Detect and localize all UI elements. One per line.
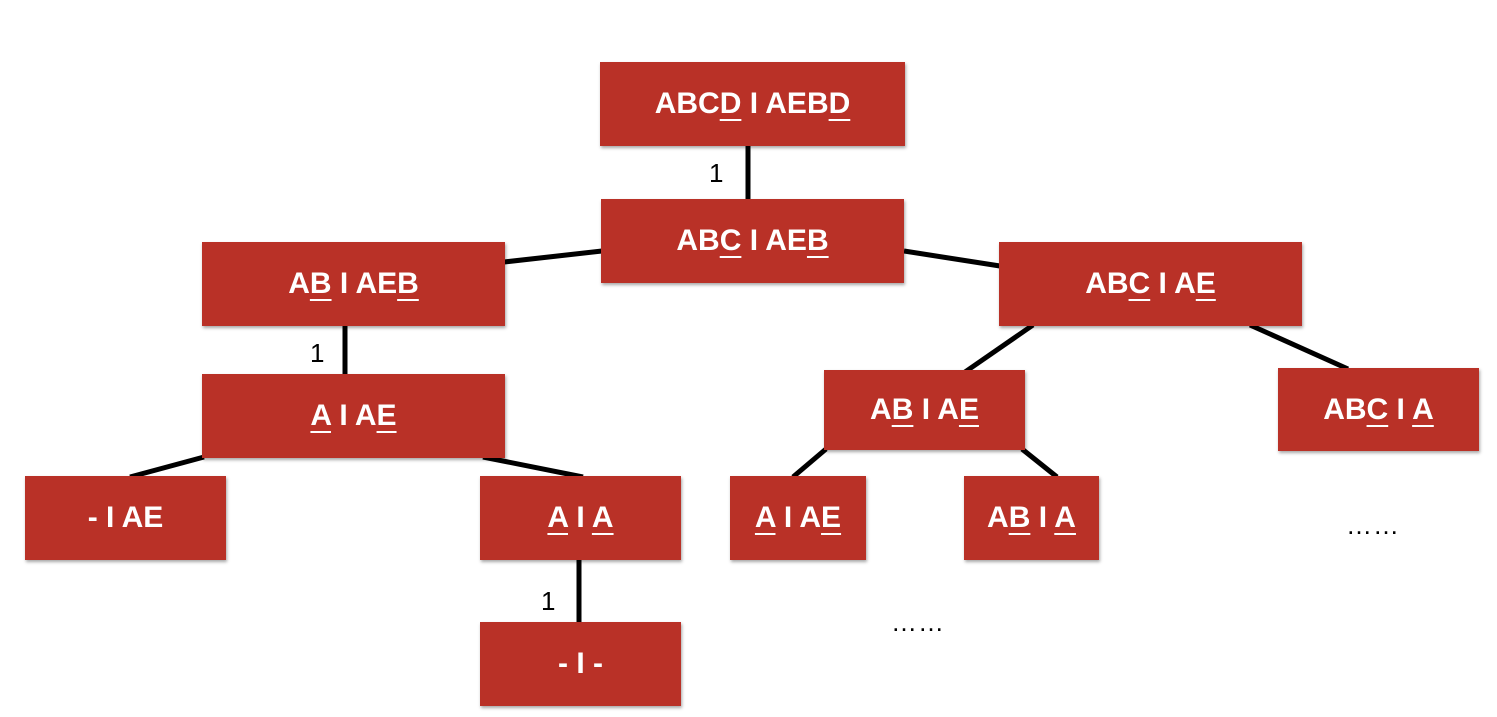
node-label-underlined-part: B <box>1008 501 1031 534</box>
edge-n4-n7 <box>129 454 205 480</box>
node-label-part: I A <box>775 501 822 534</box>
node-ab-ae: AB I AE <box>824 370 1025 450</box>
node-label-underlined-part: C <box>1366 392 1389 426</box>
edge-label-n8-n11: 1 <box>541 586 556 616</box>
node-label-part: I <box>1030 501 1055 534</box>
edge-n3-n6 <box>1248 322 1350 372</box>
node-label-underlined-part: A <box>547 501 568 534</box>
node-label: - I AE <box>88 501 164 535</box>
node-label-underlined-part: A <box>1412 392 1434 426</box>
node-label-underlined-part: B <box>309 267 332 300</box>
edge-n4-n8 <box>482 454 584 480</box>
node-label: A I AE <box>755 501 841 535</box>
node-dash-dash: - I - <box>480 622 681 706</box>
node-ab-aeb: AB I AEB <box>202 242 505 326</box>
ellipsis-middle: …… <box>891 607 945 637</box>
node-label-part: I AE <box>331 267 398 300</box>
node-label: AB I A <box>987 501 1076 535</box>
node-dash-ae: - I AE <box>25 476 226 560</box>
node-label-underlined-part: E <box>1195 267 1216 300</box>
node-ab-a: AB I A <box>964 476 1099 560</box>
node-label-part: I A <box>330 399 377 432</box>
node-label-part: - I - <box>558 647 603 680</box>
node-label-part: I AE <box>741 224 807 257</box>
ellipsis-right: …… <box>1346 510 1400 540</box>
edge-n5-n10 <box>1020 447 1059 479</box>
node-label-part: A <box>870 393 892 426</box>
node-label: AB I AEB <box>288 267 419 301</box>
node-abc-aeb: ABC I AEB <box>601 199 904 283</box>
node-abcd-aebd: ABCD I AEBD <box>600 62 905 146</box>
node-label-underlined-part: A <box>754 501 776 534</box>
node-label-part: AB <box>1085 267 1129 300</box>
node-label: ABC I A <box>1323 393 1434 427</box>
node-label-underlined-part: B <box>891 393 914 426</box>
edge-n3-n5 <box>963 322 1035 375</box>
edge-n1-n3 <box>903 248 1001 269</box>
node-label-underlined-part: D <box>719 87 742 120</box>
node-label-underlined-part: A <box>1054 501 1076 534</box>
node-label-part: - I AE <box>87 501 164 534</box>
node-label-part: I <box>567 501 592 534</box>
node-label-part: A <box>288 267 310 300</box>
node-label: AB I AE <box>870 393 979 427</box>
node-label-part: AB <box>676 224 720 257</box>
edge-n5-n9 <box>791 447 828 479</box>
node-label-part: ABC <box>654 87 720 120</box>
node-label-underlined-part: B <box>397 267 419 300</box>
node-label: A I A <box>547 501 613 535</box>
node-label-underlined-part: E <box>821 501 842 534</box>
node-label: A I AE <box>310 399 396 433</box>
edge-label-n0-n1: 1 <box>709 158 724 188</box>
node-abc-a: ABC I A <box>1278 368 1479 451</box>
node-a-ae: A I AE <box>202 374 505 458</box>
node-label: ABC I AEB <box>676 224 828 258</box>
node-label-underlined-part: B <box>806 224 829 257</box>
node-label-underlined-part: E <box>958 393 979 426</box>
node-a-ae-2: A I AE <box>730 476 866 560</box>
edge-label-n2-n4: 1 <box>310 338 325 368</box>
node-label: - I - <box>558 647 603 681</box>
node-label-underlined-part: D <box>828 87 851 120</box>
node-label-part: I A <box>1150 267 1196 300</box>
node-label-part: AB <box>1323 392 1367 426</box>
node-label-underlined-part: C <box>1128 267 1151 300</box>
edge-n1-n2 <box>503 248 603 265</box>
node-label: ABCD I AEBD <box>655 87 851 121</box>
node-label-part: A <box>987 501 1009 534</box>
node-label-underlined-part: A <box>591 501 614 534</box>
node-abc-ae: ABC I AE <box>999 242 1302 326</box>
node-label-part: I <box>1388 392 1413 426</box>
node-label-underlined-part: E <box>376 399 397 432</box>
node-label-part: I A <box>913 393 959 426</box>
node-label-part: I AEB <box>741 87 829 120</box>
node-label-underlined-part: A <box>310 399 331 432</box>
node-label-underlined-part: C <box>719 224 742 257</box>
node-a-a: A I A <box>480 476 681 560</box>
node-label: ABC I AE <box>1085 267 1216 301</box>
